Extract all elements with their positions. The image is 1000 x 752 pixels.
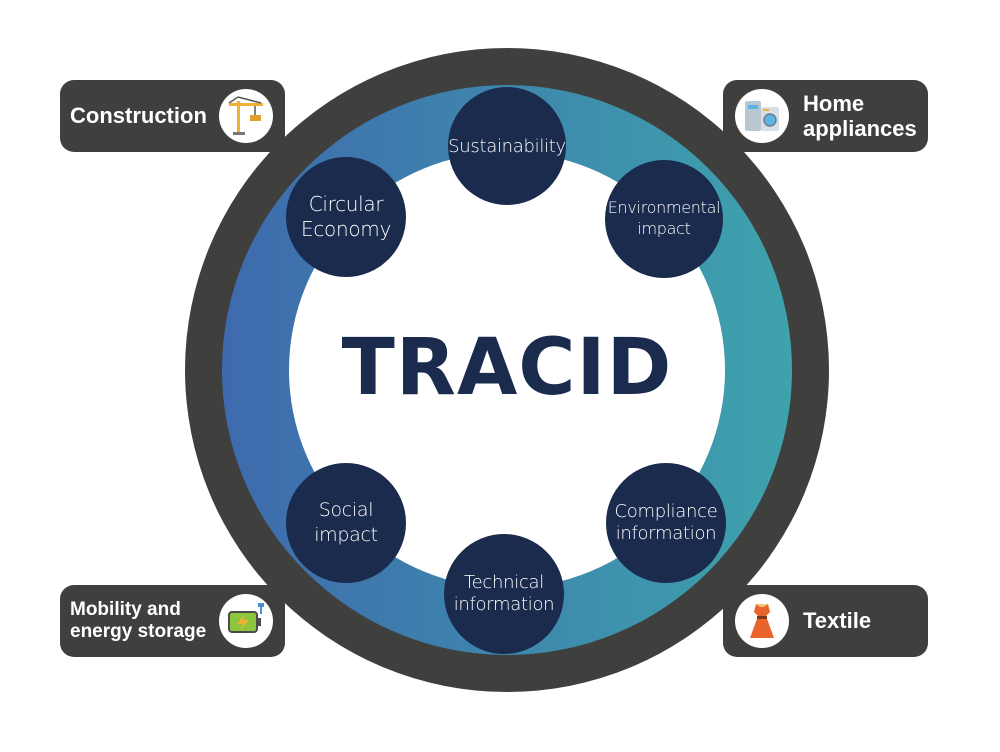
node-label: Compliance information	[614, 500, 718, 545]
node-circular-economy: Circular Economy	[286, 157, 406, 277]
sector-mobility-energy-storage: Mobility and energy storage	[60, 585, 285, 657]
node-label: Social impact	[314, 499, 378, 546]
sector-label: Textile	[803, 608, 872, 634]
node-label: Sustainability	[448, 135, 566, 157]
node-label: Environmental impact	[607, 198, 721, 238]
diagram-title: TRACID	[341, 323, 673, 413]
sector-label: Mobility and energy storage	[70, 599, 207, 642]
node-compliance-information: Compliance information	[606, 463, 726, 583]
sector-home-appliances: Home appliances	[723, 80, 928, 152]
node-social-impact: Social impact	[286, 463, 406, 583]
node-technical-information: Technical information	[444, 534, 564, 654]
sector-label: Home appliances	[803, 90, 917, 141]
inner-disc	[289, 152, 725, 588]
crane-icon	[219, 89, 273, 143]
sector-textile: Textile	[723, 585, 928, 657]
node-environmental-impact: Environmental impact	[605, 160, 723, 278]
node-sustainability: Sustainability	[448, 87, 566, 205]
node-label: Circular Economy	[301, 192, 391, 241]
node-label: Technical information	[453, 571, 555, 616]
battery-icon	[219, 594, 273, 648]
sector-label: Construction	[70, 103, 207, 129]
appliances-icon	[735, 89, 789, 143]
sector-construction: Construction	[60, 80, 285, 152]
dress-icon	[735, 594, 789, 648]
